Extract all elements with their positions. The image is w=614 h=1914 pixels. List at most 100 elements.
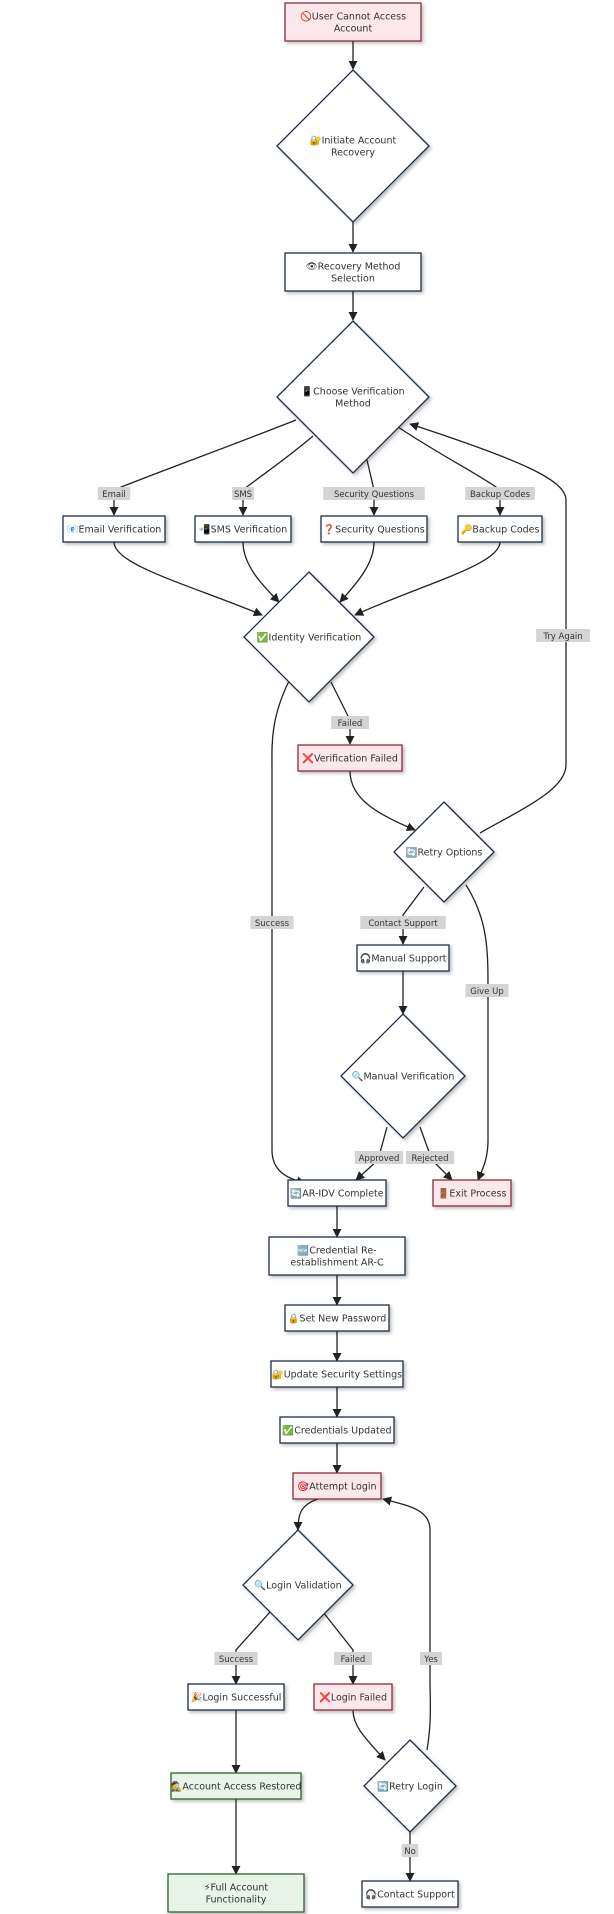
edge-label-text: Failed (341, 1655, 366, 1665)
node-icon: 🎧 (360, 953, 372, 965)
edge-label-no: No (401, 1844, 419, 1857)
node-label: 📧Email Verification (67, 525, 162, 536)
node-label: ✅Credentials Updated (282, 1425, 391, 1437)
edge-label-failed-identity: Failed (331, 716, 369, 729)
node-set-new-password: 🔒Set New Password (284, 1304, 390, 1332)
node-label: 🔍Manual Verification (352, 1070, 455, 1083)
edge-label-text: Try Again (542, 632, 582, 642)
edge-label-bg (323, 487, 425, 500)
node-label: 🔍Login Validation (254, 1579, 341, 1592)
node-label: ❓Security Questions (323, 524, 424, 536)
edge-identity-to-failed (330, 681, 355, 745)
node-label-text: User Cannot Access (312, 12, 406, 23)
edge-label-text: Security Questions (334, 490, 415, 500)
node-label-text: Backup Codes (472, 525, 539, 536)
node-box (313, 1683, 393, 1711)
edge-backup-to-identity (354, 541, 501, 616)
edge-label-contact-support: Contact Support (360, 916, 446, 929)
node-box (194, 515, 292, 543)
node-box (320, 515, 428, 543)
node-icon: 🔄 (377, 1781, 389, 1793)
edge-label-success-login: Success (214, 1652, 258, 1665)
edge-security-to-identity (339, 541, 375, 603)
node-box (356, 944, 450, 972)
edge-label-bg (465, 984, 509, 997)
node-box (270, 1360, 404, 1388)
node-icon: 📧 (67, 525, 79, 536)
node-icon: 🎉 (191, 1692, 203, 1704)
node-label-text: Attempt Login (309, 1482, 376, 1493)
node-label-text: AR-IDV Complete (302, 1189, 384, 1200)
node-account-access-restored: 🕵Account Access Restored (170, 1772, 302, 1800)
node-label: ✅Identity Verification (257, 632, 362, 644)
edge-label-text: Approved (359, 1154, 400, 1164)
node-diamond (276, 69, 430, 223)
node-label: establishment AR-C (290, 1258, 384, 1269)
node-box (457, 515, 543, 543)
node-login-failed: ❌Login Failed (313, 1683, 393, 1711)
node-icon: 🔄 (290, 1188, 302, 1200)
node-icon: 🔍 (254, 1579, 266, 1592)
node-icon: 🔐 (272, 1369, 284, 1381)
edge-label-text: Contact Support (368, 919, 438, 929)
node-box (297, 744, 403, 772)
edge-retry-to-manual-support (398, 886, 425, 945)
node-icon: 🔑 (461, 524, 473, 536)
node-label: 🚫User Cannot Access (300, 11, 406, 23)
node-box (284, 252, 422, 292)
node-diamond (393, 801, 495, 903)
edge-label-email: Email (97, 487, 131, 500)
edge-label-text: No (404, 1847, 416, 1857)
node-label-text: Retry Options (417, 848, 482, 859)
node-icon: 🚫 (300, 11, 312, 23)
edge-label-bg (214, 1652, 258, 1665)
node-retry-login: 🔄Retry Login (363, 1739, 457, 1833)
node-label: 🎧Manual Support (360, 953, 447, 965)
node-label: 🎉Login Successful (191, 1692, 282, 1704)
edge-label-rejected: Rejected (405, 1151, 455, 1164)
edges-layer (109, 41, 567, 1882)
node-label-text: Manual Verification (363, 1072, 454, 1083)
node-box (268, 1236, 406, 1276)
node-label: 🔐Initiate Account (310, 135, 397, 147)
node-icon: 🎧 (365, 1889, 377, 1901)
edge-label-text: Backup Codes (470, 490, 531, 500)
edge-label-failed-login: Failed (334, 1652, 372, 1665)
node-label: Method (335, 399, 371, 410)
edge-choose-to-sms (238, 435, 314, 516)
edge-label-yes: Yes (420, 1652, 442, 1665)
node-label: 🔄AR-IDV Complete (290, 1188, 383, 1200)
node-label: 🔄Retry Login (377, 1781, 443, 1793)
edge-sms-to-identity (242, 541, 280, 603)
node-backup-codes: 🔑Backup Codes (457, 515, 543, 543)
node-icon: ❌ (319, 1692, 331, 1704)
edge-login-failed-to-retry (352, 1709, 386, 1761)
node-label-text: Full Account (211, 1883, 269, 1894)
node-label-text: Login Successful (202, 1693, 281, 1704)
node-icon: ✅ (282, 1425, 294, 1437)
node-exit-process: 🚪Exit Process (432, 1179, 512, 1207)
node-sms-verification: 📲SMS Verification (194, 515, 292, 543)
node-box (170, 1772, 302, 1800)
node-diamond (363, 1739, 457, 1833)
node-icon: 🕵 (171, 1781, 183, 1793)
node-label: 🔑Backup Codes (461, 524, 540, 536)
node-label-text: Email Verification (79, 525, 162, 536)
node-login-validation: 🔍Login Validation (242, 1529, 354, 1641)
edge-label-text: Email (102, 490, 126, 500)
node-label: ❌Login Failed (319, 1692, 387, 1704)
edge-label-bg (97, 487, 131, 500)
node-icon: ❌ (302, 753, 314, 765)
node-icon: 🆕 (297, 1245, 309, 1257)
edge-label-text: Success (255, 919, 290, 929)
node-attempt-login: 🎯Attempt Login (292, 1472, 382, 1500)
edge-failed-to-retry (349, 770, 416, 831)
edge-label-bg (354, 1151, 404, 1164)
node-manual-support: 🎧Manual Support (356, 944, 450, 972)
node-label: ⚡Full Account (204, 1883, 269, 1894)
node-label-text: Recovery Method (318, 262, 401, 273)
